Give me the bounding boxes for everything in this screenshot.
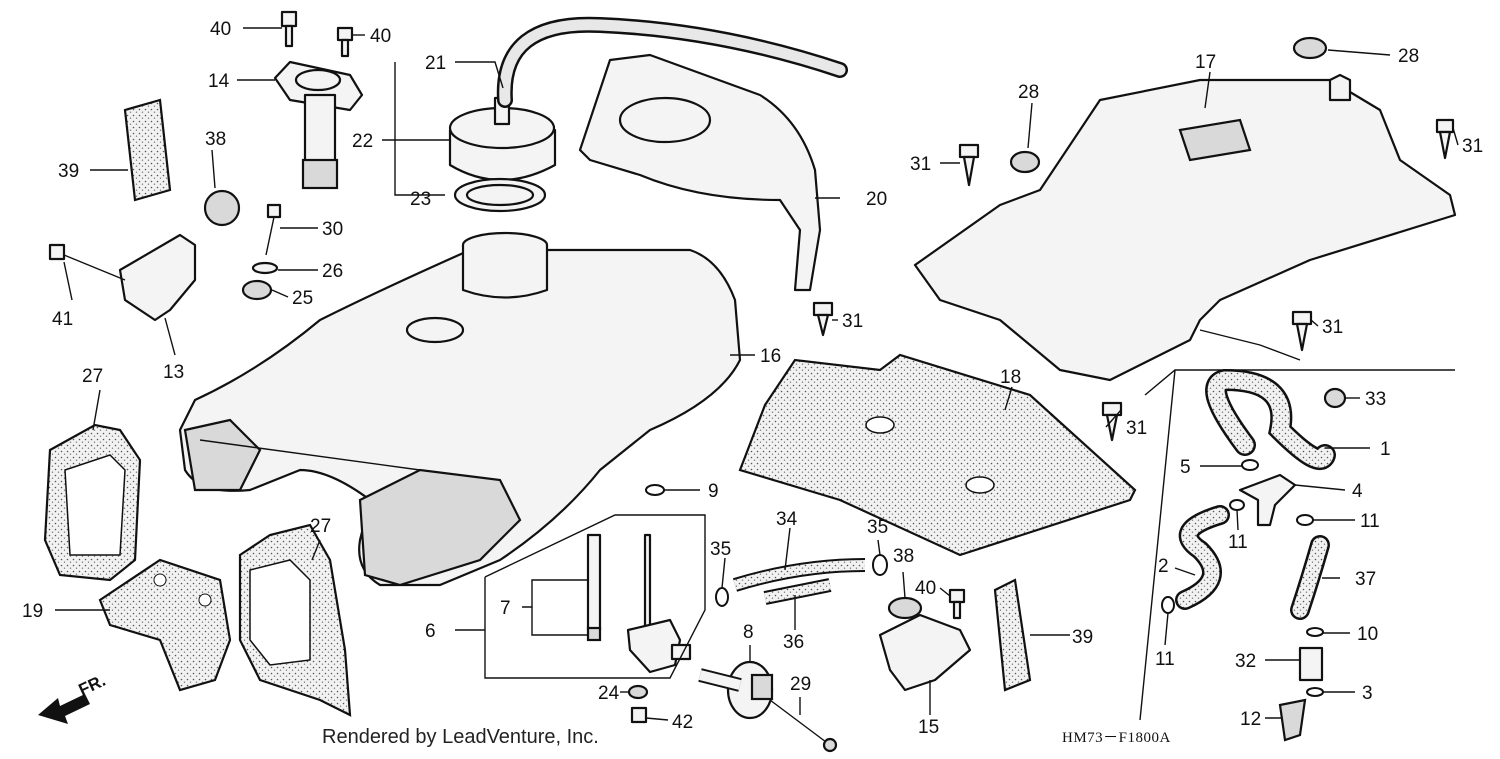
callout-32: 32 [1235,651,1256,672]
callout-35a: 35 [710,539,731,560]
callout-25: 25 [292,288,313,309]
callout-2: 2 [1158,556,1169,577]
callout-6: 6 [425,621,436,642]
leader-lines [55,27,1459,721]
callout-38b: 38 [893,546,914,567]
callout-7: 7 [500,598,511,619]
clip-33-illustration [1323,387,1347,409]
callout-28b: 28 [1018,82,1039,103]
callout-29: 29 [790,674,811,695]
front-direction-indicator: FR. [38,671,109,724]
callout-18: 18 [1000,367,1021,388]
callout-9: 9 [708,481,719,502]
callout-5: 5 [1180,457,1191,478]
fuel-valve-illustration [586,533,692,674]
callout-12: 12 [1240,709,1261,730]
callout-39b: 39 [1072,627,1093,648]
fuel-tank-illustration [178,231,742,587]
callout-38a: 38 [205,129,226,150]
callout-28a: 28 [1398,46,1419,67]
strap-right-illustration [993,578,1032,692]
callout-14: 14 [208,71,230,92]
callout-40b: 40 [370,26,391,47]
callout-26: 26 [322,261,343,282]
bolts-illustration [48,10,838,753]
callout-27a: 27 [82,366,103,387]
callout-24: 24 [598,683,620,704]
cap-12-illustration [1278,698,1307,742]
callout-11b: 11 [1228,532,1248,553]
heater-plate-illustration [698,660,774,720]
callout-labels: 40 40 14 21 22 23 39 38 30 26 25 41 13 2… [22,19,1483,738]
callout-27b: 27 [310,516,331,537]
callout-40c: 40 [915,578,936,599]
callout-31e: 31 [1126,418,1147,439]
joint-32-illustration [1298,646,1324,682]
callout-11a: 11 [1360,511,1380,532]
tank-frame-illustration [578,53,822,292]
callout-31b: 31 [1462,136,1483,157]
strap-left-illustration [123,98,172,202]
callout-1: 1 [1380,439,1391,460]
callout-23: 23 [410,189,431,210]
callout-39a: 39 [58,161,79,182]
clips-illustration [645,459,1324,697]
callout-42: 42 [672,712,693,733]
bracket-15-illustration [878,613,972,692]
callout-19: 19 [22,601,43,622]
callout-20: 20 [866,189,887,210]
callout-21: 21 [425,53,446,74]
grommet-28-mid-illustration [1009,150,1041,174]
bracket-19-illustration [98,558,232,692]
callout-35b: 35 [867,517,888,538]
callout-40a: 40 [210,19,231,40]
fuel-cap-illustration [448,96,557,213]
diagram-code: HM73－F1800A [1062,730,1171,746]
callout-8: 8 [743,622,754,643]
callout-16: 16 [760,346,781,367]
float-ball-illustration [203,189,241,227]
callout-33: 33 [1365,389,1386,410]
callout-36: 36 [783,632,804,653]
callout-41: 41 [52,309,73,330]
rivets-illustration [812,118,1455,442]
heat-shield-illustration [738,353,1137,557]
callout-10: 10 [1357,624,1378,645]
tank-cover-illustration [913,73,1457,382]
callout-31a: 31 [910,154,931,175]
callout-11c: 11 [1155,649,1175,670]
callout-31d: 31 [1322,317,1343,338]
callout-34: 34 [776,509,798,530]
callout-17: 17 [1195,52,1216,73]
credit-text: Rendered by LeadVenture, Inc. [322,726,599,748]
callout-13: 13 [163,362,184,383]
callout-31c: 31 [842,311,863,332]
grommet-28-top-illustration [1292,36,1328,60]
t-joint-illustration [1238,473,1297,527]
callout-37: 37 [1355,569,1376,590]
bracket-13-illustration [118,233,197,322]
fuel-gauge-illustration [273,60,364,190]
front-direction-label: FR. [76,671,109,700]
callout-3: 3 [1362,683,1373,704]
callout-30: 30 [322,219,343,240]
callout-22: 22 [352,131,373,152]
callout-15: 15 [918,717,939,738]
callout-4: 4 [1352,481,1363,502]
